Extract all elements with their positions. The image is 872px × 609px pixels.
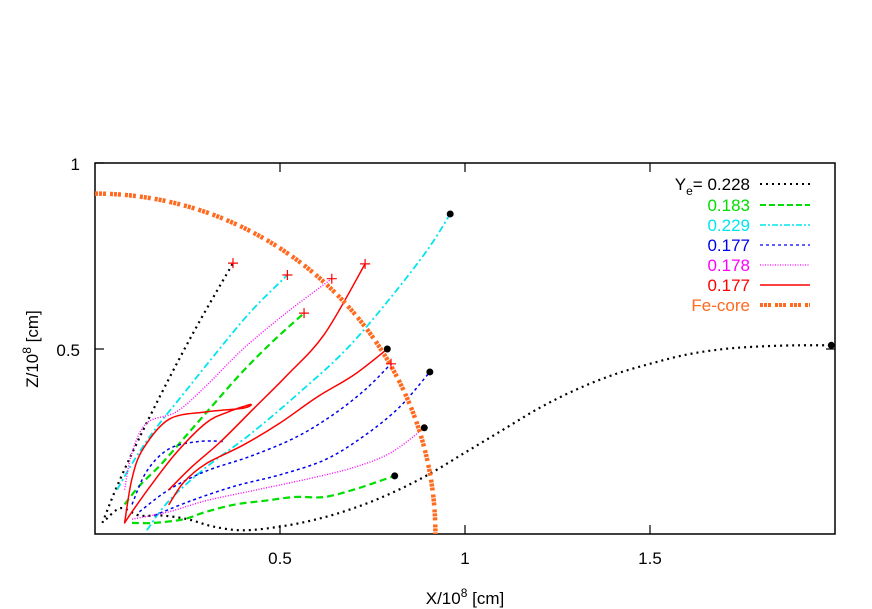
x-tick-label-1: 1 bbox=[460, 549, 469, 568]
end-dot-marker bbox=[383, 345, 391, 353]
legend-label-1: 0.183 bbox=[707, 196, 750, 215]
fe-core-arc bbox=[95, 191, 438, 534]
markers bbox=[228, 210, 835, 480]
end-dot-marker bbox=[420, 424, 428, 432]
trajectory-line bbox=[105, 344, 832, 532]
trajectory-line bbox=[131, 474, 396, 525]
plot-area bbox=[95, 191, 832, 534]
end-plus-marker bbox=[299, 308, 310, 319]
end-dot-marker bbox=[391, 472, 399, 480]
trajectory-line bbox=[168, 348, 389, 506]
trajectory-line bbox=[131, 440, 225, 505]
y-axis-label: Z/108 [cm] bbox=[20, 310, 42, 388]
trajectory-line bbox=[146, 213, 451, 531]
end-plus-marker bbox=[282, 270, 293, 280]
legend-label-5: 0.177 bbox=[707, 276, 750, 295]
x-tick-label-1.5: 1.5 bbox=[638, 549, 662, 568]
y-tick-label-1: 1 bbox=[71, 155, 80, 174]
trajectory-line bbox=[153, 371, 431, 517]
y-ticks bbox=[95, 162, 835, 350]
x-tick-label-0.5: 0.5 bbox=[268, 549, 292, 568]
end-plus-marker bbox=[326, 273, 337, 284]
legend: Ye= 0.228 0.183 0.229 0.177 0.178 0.177 … bbox=[675, 175, 810, 315]
trajectory-line bbox=[123, 278, 333, 490]
x-ticks bbox=[279, 163, 651, 534]
trajectory-line bbox=[123, 403, 253, 524]
trajectory-line bbox=[168, 263, 366, 491]
legend-title: Ye= 0.228 bbox=[675, 175, 750, 198]
trajectory-line bbox=[101, 262, 234, 524]
end-plus-marker bbox=[228, 258, 239, 269]
end-plus-marker bbox=[386, 358, 396, 369]
end-plus-marker bbox=[360, 258, 371, 269]
end-dot-marker bbox=[446, 210, 454, 218]
end-dot-marker bbox=[426, 368, 434, 376]
legend-label-2: 0.229 bbox=[707, 216, 750, 235]
legend-label-4: 0.178 bbox=[707, 256, 750, 275]
legend-label-3: 0.177 bbox=[707, 236, 750, 255]
y-tick-label-0.5: 0.5 bbox=[56, 341, 80, 360]
trajectory-line bbox=[123, 312, 305, 506]
legend-label-6: Fe-core bbox=[691, 296, 750, 315]
end-dot-marker bbox=[827, 341, 835, 349]
x-axis-label: X/108 [cm] bbox=[426, 586, 505, 608]
trajectory-line bbox=[131, 427, 425, 520]
